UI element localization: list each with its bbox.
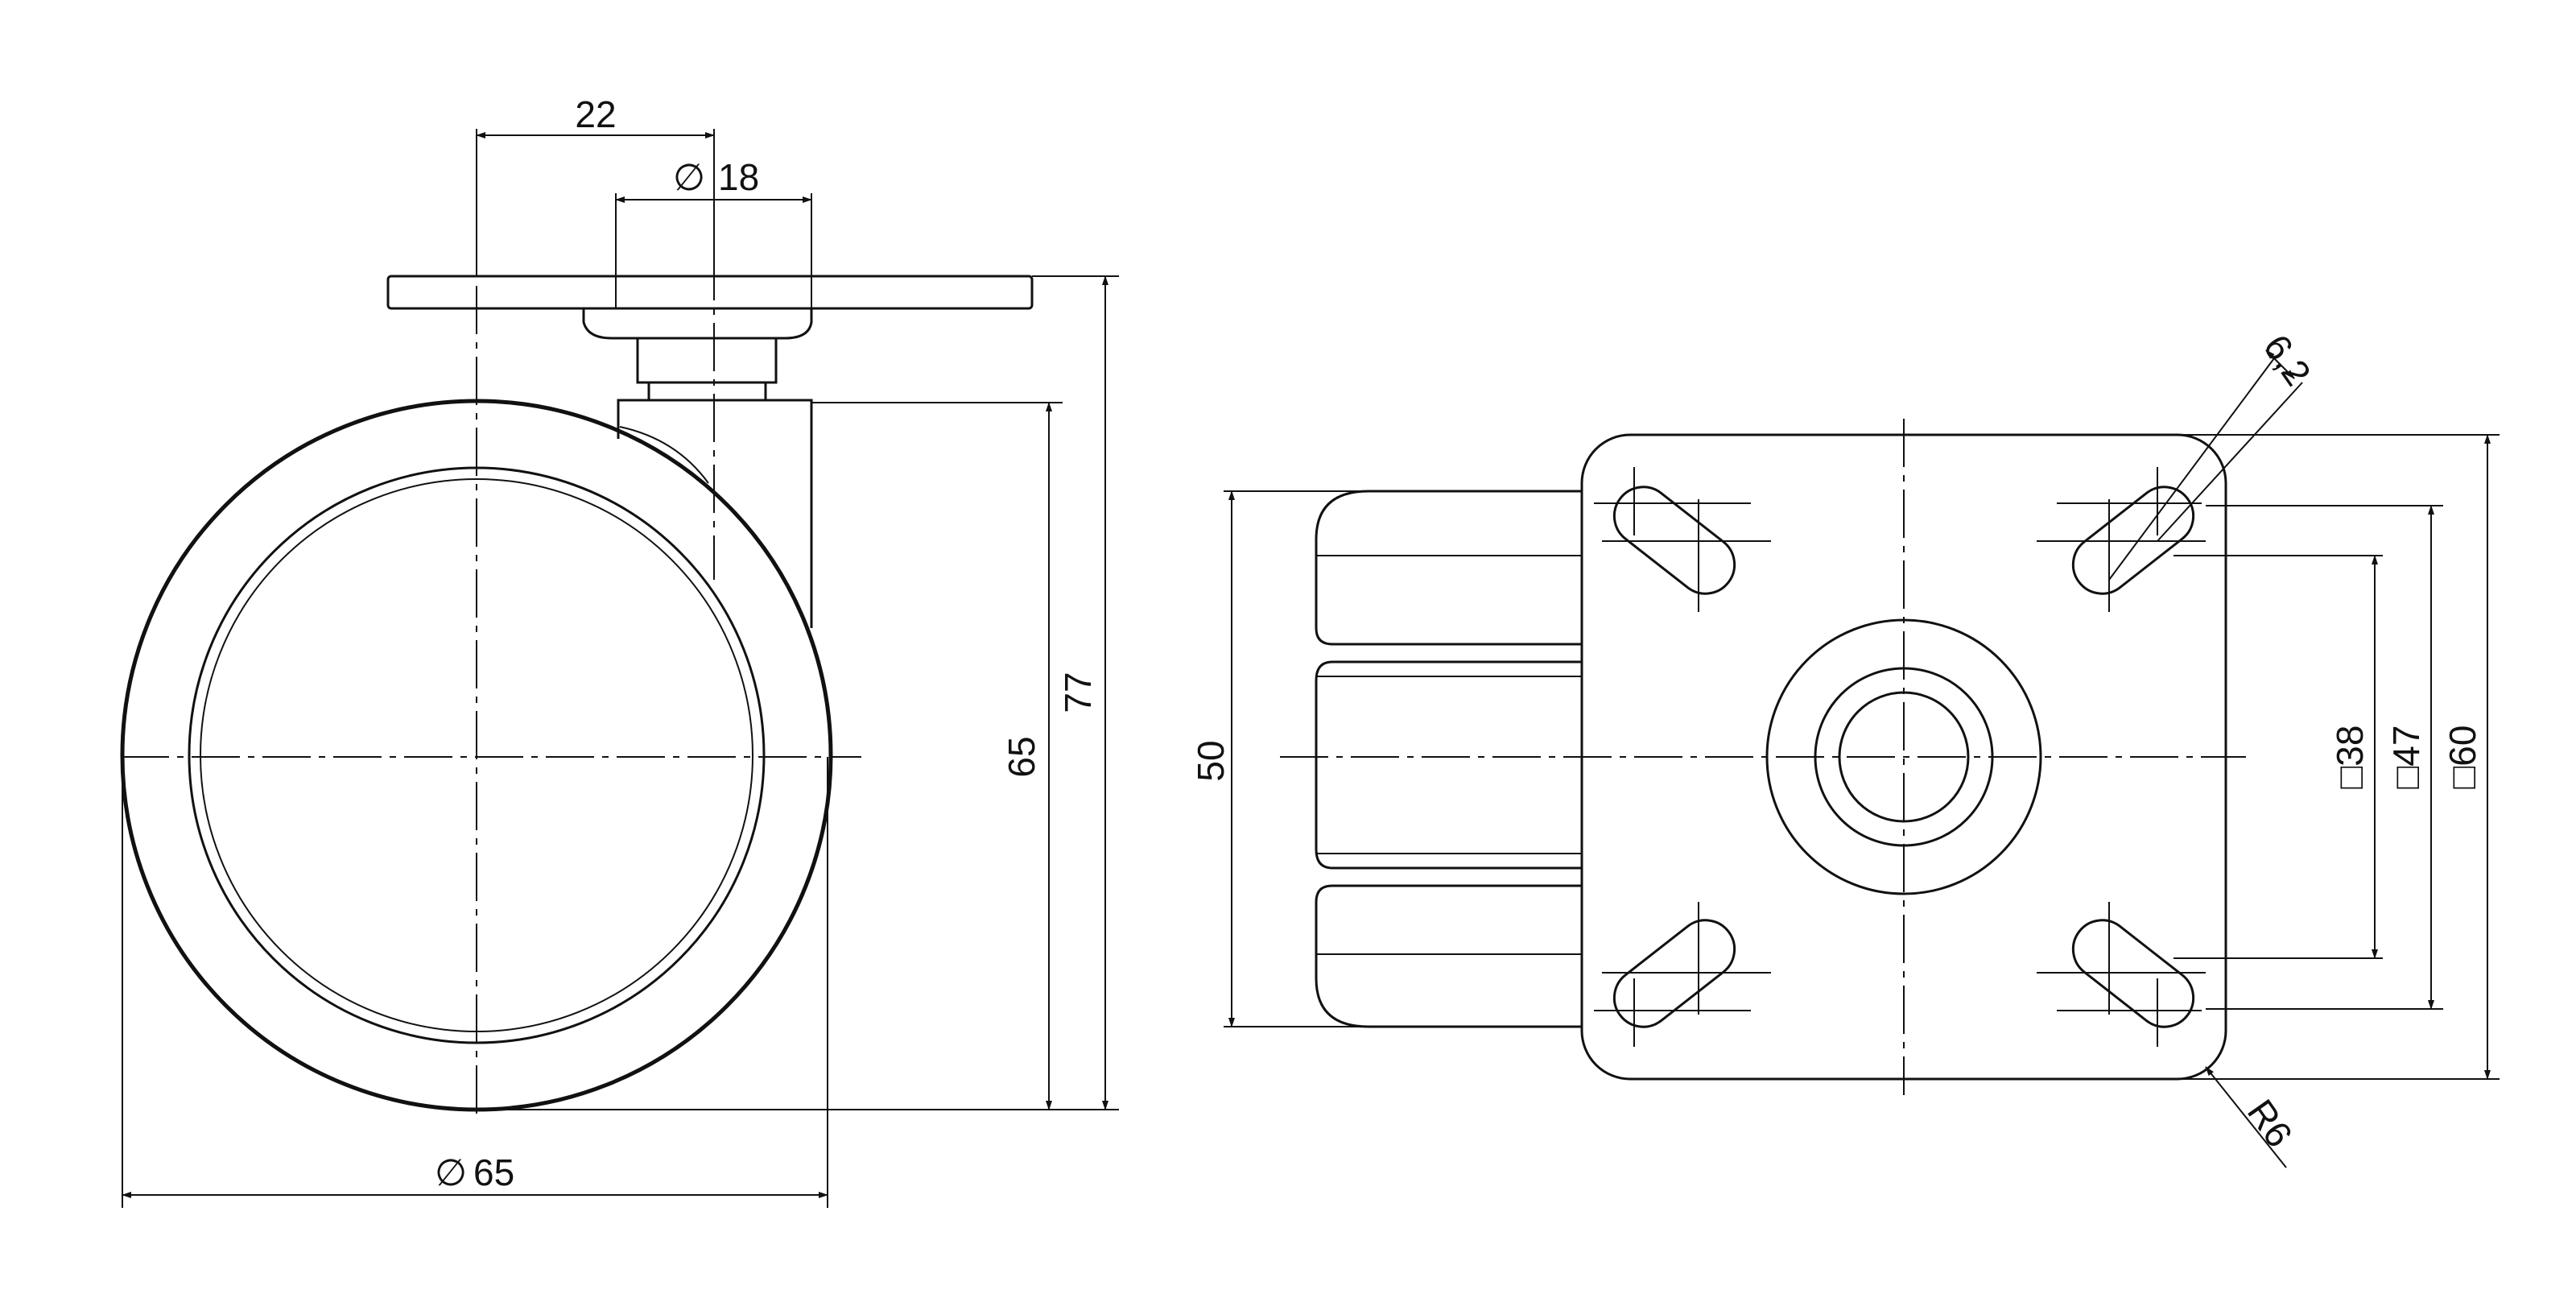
mounting-slot-bottom-left xyxy=(1594,902,1771,1047)
side-view xyxy=(120,181,1034,1119)
dim-corner-radius: R6 xyxy=(2240,1092,2301,1155)
swivel-stem xyxy=(636,337,778,384)
wheel-tread-mid xyxy=(1315,660,1582,870)
dim-wheel-width: 50 xyxy=(1190,740,1232,781)
wheel-tread-bottom xyxy=(1315,884,1582,1028)
plate-bearing xyxy=(582,308,813,340)
square-symbol-a: □ xyxy=(2329,766,2371,788)
square-symbol-c: □ xyxy=(2442,766,2483,788)
dim-total-height: 77 xyxy=(1057,672,1099,713)
mounting-plate xyxy=(386,275,1034,310)
dim-axle-height: 65 xyxy=(1001,736,1042,777)
mounting-slot-bottom-right xyxy=(2037,902,2206,1047)
dim-wheel-diameter: 65 xyxy=(473,1151,514,1193)
dim-slot-width: 6,2 xyxy=(2256,327,2319,393)
dim-hole-spacing-b: □47 xyxy=(2385,726,2427,789)
dim-hole-spacing-a: □38 xyxy=(2329,726,2371,789)
dim-hole-spacing-a-value: 38 xyxy=(2329,726,2371,767)
top-dimensions: 50 □38 □47 □60 6,2 R6 xyxy=(1190,327,2500,1168)
dim-wheel-diameter-symbol: ∅ xyxy=(435,1151,467,1193)
dim-offset: 22 xyxy=(575,93,616,135)
swivel-ring xyxy=(647,381,767,402)
dim-stem-diameter: 18 xyxy=(718,156,759,198)
dim-hole-spacing-b-value: 47 xyxy=(2385,726,2427,767)
square-symbol-b: □ xyxy=(2385,766,2427,788)
mounting-slot-top-left xyxy=(1594,467,1771,612)
dim-stem-diameter-symbol: ∅ xyxy=(673,156,705,198)
top-view xyxy=(1280,419,2246,1095)
dim-plate-size-value: 60 xyxy=(2442,726,2483,767)
side-dimensions: 22 ∅ 18 ∅ 65 65 77 xyxy=(122,93,1119,1208)
mounting-slot-top-right xyxy=(2037,467,2206,612)
dim-plate-size: □60 xyxy=(2442,726,2483,789)
wheel-tread-top xyxy=(1315,490,1582,646)
